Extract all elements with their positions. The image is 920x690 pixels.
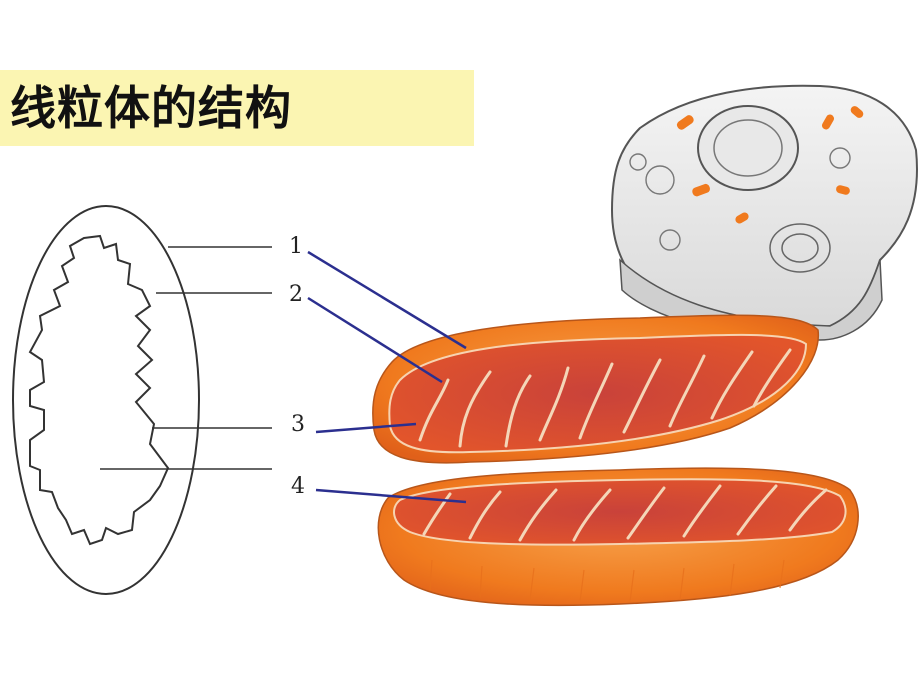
mitochondrion-illustration [372,314,859,607]
cell-illustration [610,84,918,341]
schematic-outer-membrane [12,205,200,595]
pointer-3 [315,422,417,434]
label-2: 2 [289,282,303,307]
golgi [769,223,831,273]
lower-inner-space [393,478,847,546]
label-1: 1 [289,234,303,259]
schematic-diagram [12,205,272,595]
nucleus [697,105,799,191]
pointer-lines [307,250,467,504]
schematic-inner-membrane [28,234,170,546]
pointer-4 [315,488,467,504]
label-3: 3 [291,412,305,437]
title-band [0,70,474,146]
page-title: 线粒体的结构 [10,81,292,135]
pointer-2 [307,296,443,384]
label-4: 4 [291,474,305,499]
pointer-1 [307,250,467,350]
